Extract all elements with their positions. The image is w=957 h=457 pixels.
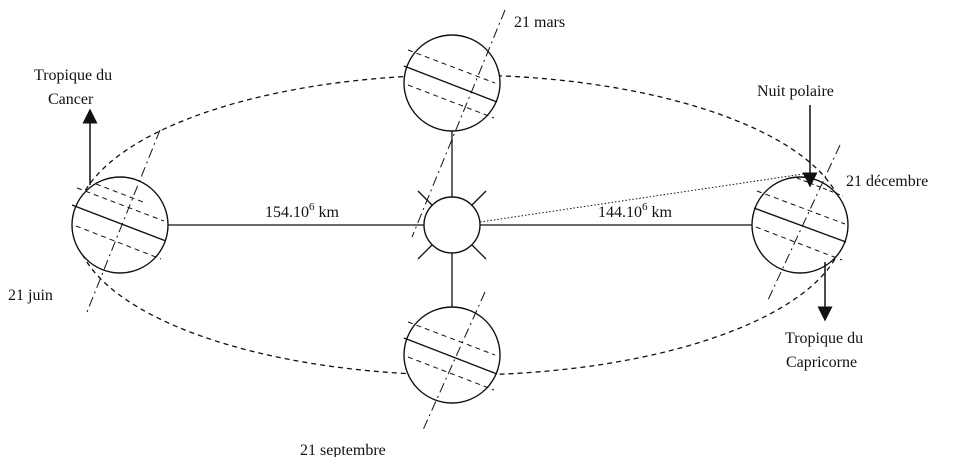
tropic-south	[407, 84, 495, 119]
earth-decembre	[751, 144, 849, 301]
label-nuit-polaire: Nuit polaire	[757, 83, 834, 100]
earth-septembre	[403, 291, 501, 431]
equator	[71, 204, 167, 242]
tropic-south	[755, 226, 843, 261]
tropic-north	[407, 49, 496, 84]
earth-axis	[411, 9, 506, 238]
earth-mars	[403, 9, 506, 238]
tropic-south	[75, 225, 162, 260]
earth-axis	[767, 144, 841, 301]
equator	[403, 337, 498, 375]
earth-juin	[71, 129, 169, 313]
label-21-septembre: 21 septembre	[300, 442, 386, 457]
tropic-south	[407, 356, 495, 391]
label-21-mars: 21 mars	[514, 14, 565, 31]
equator	[403, 65, 498, 103]
earth-axis	[422, 291, 486, 431]
label-tropique-cancer-1: Tropique du	[34, 67, 112, 84]
label-21-decembre: 21 décembre	[846, 173, 928, 190]
sun	[417, 190, 487, 260]
label-tropique-cancer-2: Cancer	[48, 91, 94, 108]
label-21-juin: 21 juin	[8, 287, 53, 304]
label-tropique-capricorne-2: Capricorne	[786, 354, 857, 371]
earth-axis	[86, 129, 161, 313]
equator	[753, 207, 847, 243]
tropic-north	[756, 190, 846, 225]
label-distance-perihelion: 144.106 km	[598, 201, 673, 221]
tropic-north	[407, 321, 496, 356]
tropic-north	[76, 187, 165, 222]
label-tropique-capricorne-1: Tropique du	[785, 330, 863, 347]
label-distance-aphelion: 154.106 km	[265, 201, 340, 221]
